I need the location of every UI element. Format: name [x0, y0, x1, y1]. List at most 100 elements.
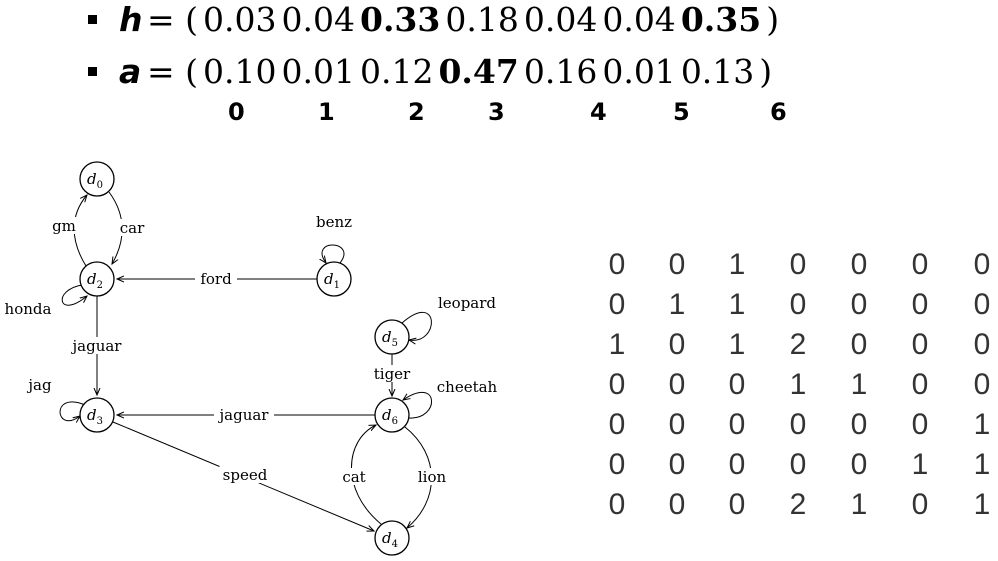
matrix-cell: 0: [668, 368, 686, 401]
matrix-cell: 0: [911, 408, 929, 441]
matrix-cell: 0: [608, 488, 626, 521]
matrix-cell: 1: [728, 328, 746, 361]
matrix-cell: 2: [789, 488, 807, 521]
index-label: 6: [770, 98, 787, 126]
vector-value: 0.01: [602, 52, 676, 91]
matrix-cell: 1: [973, 408, 991, 441]
matrix-cell: 0: [911, 248, 929, 281]
vector-name: h: [119, 0, 143, 39]
matrix-cell: 0: [789, 288, 807, 321]
matrix-cell: 0: [850, 328, 868, 361]
node-d3: [79, 397, 115, 433]
close-paren: ): [759, 52, 773, 91]
vector-value: 0.10: [203, 52, 277, 91]
edge-label: jaguar: [71, 337, 123, 355]
vector-value: 0.18: [445, 0, 519, 39]
matrix-cell: 0: [973, 328, 991, 361]
matrix-cell: 0: [668, 408, 686, 441]
vector-value: 0.13: [680, 52, 755, 91]
edge-label: tiger: [374, 365, 411, 383]
node-d2: [79, 261, 115, 297]
matrix-cell: 0: [911, 488, 929, 521]
vector-value: 0.01: [281, 52, 355, 91]
edge-label: speed: [223, 466, 268, 484]
matrix-cell: 0: [608, 288, 626, 321]
matrix-cell: 0: [850, 248, 868, 281]
matrix-cell: 0: [911, 368, 929, 401]
edge-label: cheetah: [437, 378, 498, 396]
edge-gm: [73, 195, 87, 267]
matrix-cell: 1: [728, 288, 746, 321]
matrix-cell: 0: [728, 368, 746, 401]
vector-value: 0.12: [359, 52, 434, 91]
edge-honda: [61, 284, 87, 306]
vector-value: 0.35: [680, 0, 762, 39]
matrix-cell: 1: [973, 448, 991, 481]
matrix-cell: 0: [728, 408, 746, 441]
edge-cheetah: [403, 392, 432, 419]
vector-value: 0.16: [523, 52, 598, 91]
matrix-cell: 0: [911, 328, 929, 361]
index-label: 0: [228, 98, 245, 126]
edge-label: benz: [316, 213, 352, 231]
matrix-cell: 0: [668, 248, 686, 281]
edge-benz: [322, 244, 345, 263]
matrix-cell: 2: [789, 328, 807, 361]
matrix-cell: 0: [668, 488, 686, 521]
edge-jag: [59, 401, 86, 421]
bullet-icon: [88, 67, 97, 76]
matrix-cell: 0: [728, 488, 746, 521]
vector-value: 0.04: [523, 0, 598, 39]
matrix-cell: 0: [850, 288, 868, 321]
matrix-cell: 0: [608, 448, 626, 481]
bullet-icon: [88, 15, 97, 24]
node-d5: [374, 319, 410, 355]
matrix-cell: 0: [850, 408, 868, 441]
edge-leopard: [401, 311, 432, 340]
edge-label: honda: [5, 300, 52, 318]
matrix-cell: 1: [728, 248, 746, 281]
edge-cat: [351, 425, 382, 525]
vector-value: 0.47: [438, 52, 519, 91]
matrix-cell: 0: [728, 448, 746, 481]
vector-value: 0.04: [281, 0, 355, 39]
node-d6: [374, 397, 410, 433]
matrix-cell: 0: [608, 368, 626, 401]
edge-label: lion: [418, 468, 447, 486]
matrix-cell: 1: [668, 288, 686, 321]
matrix-cell: 0: [973, 248, 991, 281]
matrix-cell: 0: [608, 248, 626, 281]
edge-label: ford: [200, 270, 232, 288]
matrix-cell: 1: [850, 488, 868, 521]
equals-paren: = (: [147, 52, 199, 91]
edge-label: jag: [26, 376, 52, 394]
vector-value: 0.03: [203, 0, 277, 39]
index-label: 4: [590, 98, 607, 126]
node-d1: [316, 261, 352, 297]
edge-label: cat: [342, 468, 365, 486]
close-paren: ): [766, 0, 780, 39]
index-label: 3: [488, 98, 505, 126]
matrix-cell: 0: [789, 248, 807, 281]
edge-label: leopard: [438, 294, 496, 312]
matrix-cell: 1: [608, 328, 626, 361]
index-label: 5: [673, 98, 690, 126]
equals-paren: = (: [147, 0, 199, 39]
node-d0: [79, 161, 115, 197]
matrix-cell: 0: [973, 288, 991, 321]
index-label: 2: [408, 98, 425, 126]
matrix-cell: 0: [789, 448, 807, 481]
matrix-cell: 0: [668, 448, 686, 481]
matrix-cell: 0: [608, 408, 626, 441]
matrix-cell: 1: [850, 368, 868, 401]
matrix-cell: 1: [911, 448, 929, 481]
matrix-cell: 0: [789, 408, 807, 441]
matrix-cell: 0: [911, 288, 929, 321]
matrix-cell: 0: [668, 328, 686, 361]
index-label: 1: [318, 98, 335, 126]
edge-label: gm: [52, 217, 76, 235]
matrix-cell: 0: [973, 368, 991, 401]
vector-name: a: [119, 52, 142, 91]
